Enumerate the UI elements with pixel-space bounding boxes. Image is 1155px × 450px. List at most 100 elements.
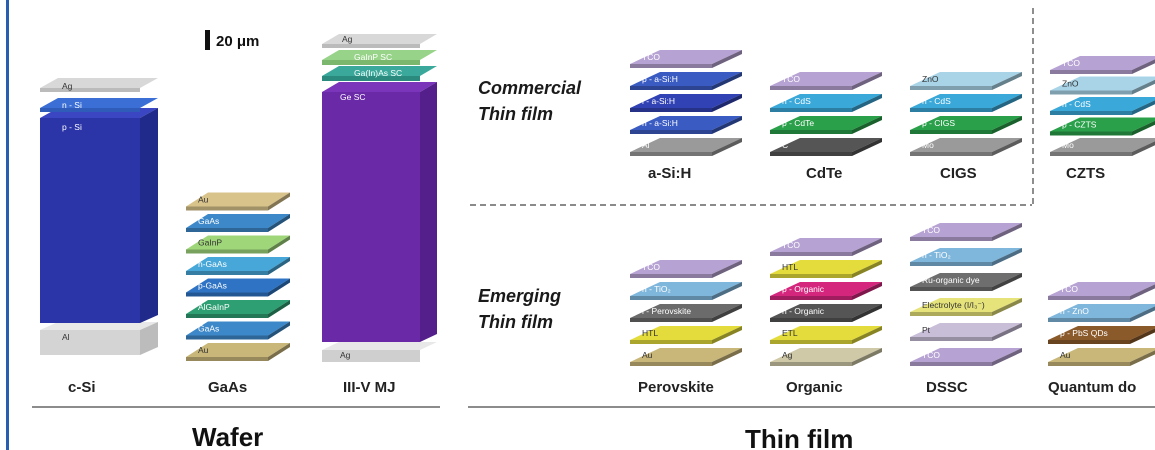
layer-side-face	[852, 304, 882, 322]
layer-top-face	[1050, 56, 1155, 70]
layer-top-face	[630, 116, 742, 130]
layer-side-face	[268, 300, 290, 318]
layer-top-face	[186, 278, 290, 293]
scale-bar-label: 20 μm	[216, 33, 259, 50]
layer-top-face	[186, 257, 290, 271]
layer: ZnO	[1050, 76, 1155, 95]
layer-label: n - TiO₂	[922, 250, 951, 260]
layer-label: Electrolyte (I/I₃⁻)	[922, 300, 985, 310]
layer-front-face	[186, 357, 268, 361]
layer-front-face	[770, 130, 852, 134]
layer-label: n - ZnO	[1060, 306, 1089, 316]
layer-side-face	[268, 235, 290, 254]
layer-label: n - a-Si:H	[642, 118, 678, 128]
layer-label: Mo	[922, 140, 934, 150]
layer: TCO	[910, 223, 1022, 241]
layer: TCO	[910, 348, 1022, 366]
layer: TCO	[630, 260, 742, 278]
layer-top-face	[910, 94, 1022, 108]
layer-top-face	[186, 321, 290, 336]
layer-label: TCO	[922, 225, 940, 235]
layer-top-face	[630, 50, 742, 64]
layer-label: GaInP SC	[354, 52, 392, 62]
layer-front-face	[630, 152, 712, 156]
layer-side-face	[1132, 59, 1155, 74]
layer-side-face	[712, 138, 742, 156]
layer: GaInP	[186, 235, 290, 254]
layer-front-face	[630, 108, 712, 112]
layer-side-face	[1130, 350, 1155, 366]
layer-top-face	[630, 72, 742, 86]
device-iiiv: Ag Ge SC Ga(In)As SC GaInP SC Ag	[322, 34, 437, 362]
layer-label: Au	[642, 350, 653, 360]
layer-front-face	[910, 86, 992, 90]
layer: C	[770, 138, 882, 156]
layer-label: GaAs	[198, 324, 219, 334]
layer-side-face	[712, 304, 742, 322]
layer: n - CdS	[910, 94, 1022, 112]
layer-label: TCO	[1060, 284, 1078, 294]
layer-label: Au	[1060, 350, 1071, 360]
layer-top-face	[910, 138, 1022, 152]
layer: i - Perovskite	[630, 304, 742, 322]
layer: AlGaInP	[186, 300, 290, 318]
layer: Au	[186, 192, 290, 211]
device-label-gaas: GaAs	[208, 379, 247, 396]
layer-top-face	[186, 235, 290, 250]
layer-label: Al	[62, 332, 70, 342]
layer-side-face	[992, 138, 1022, 156]
layer: p - Organic	[770, 282, 882, 300]
layer-top-face	[910, 298, 1022, 312]
layer-side-face	[852, 260, 882, 278]
layer-label: ZnO	[1062, 79, 1079, 89]
layer: TCO	[1050, 56, 1155, 74]
layer: Al	[630, 138, 742, 156]
layer-side-face	[1130, 328, 1155, 344]
layer: GaAs	[186, 214, 290, 232]
layer: Ru-organic dye	[910, 273, 1022, 291]
layer: n - CdS	[770, 94, 882, 112]
layer: HTL	[770, 260, 882, 278]
layer-top-face	[770, 116, 882, 130]
device-label-organic: Organic	[786, 379, 843, 396]
layer: Au	[630, 348, 742, 366]
layer-front-face	[770, 340, 852, 344]
layer-side-face	[712, 326, 742, 344]
layer-top-face	[770, 138, 882, 152]
layer-front-face	[630, 274, 712, 278]
layer-front-face	[770, 362, 852, 366]
layer-top-face	[1048, 348, 1155, 362]
layer-front-face	[1050, 131, 1132, 136]
layer-front-face	[630, 130, 712, 134]
layer-side-face	[268, 343, 290, 361]
layer-side-face	[268, 321, 290, 340]
layer-label: Mo	[1062, 140, 1074, 150]
layer: Au	[1048, 348, 1155, 366]
layer-side-face	[992, 248, 1022, 266]
layer: Ag	[770, 348, 882, 366]
layer-label: i - Perovskite	[642, 306, 691, 316]
layer-label: n - CdS	[782, 96, 811, 106]
layer: HTL	[630, 326, 742, 344]
layer-front-face	[1048, 318, 1130, 322]
layer-label: Ag	[62, 81, 73, 91]
layer-side-face	[852, 238, 882, 256]
layer-label: n - TiO₂	[642, 284, 671, 294]
layer: ZnO	[910, 72, 1022, 90]
layer-top-face	[770, 282, 882, 296]
layer-top-face	[910, 348, 1022, 362]
layer: Mo	[910, 138, 1022, 156]
layer-top-face	[630, 326, 742, 340]
layer: n - a-Si:H	[630, 116, 742, 134]
layer: p - PbS QDs	[1048, 326, 1155, 344]
layer-front-face	[910, 108, 992, 112]
layer-front-face	[630, 64, 712, 68]
layer: ETL	[770, 326, 882, 344]
layer-front-face	[1050, 111, 1132, 115]
layer-top-face	[770, 326, 882, 340]
layer-side-face	[992, 116, 1022, 134]
layer-front-face	[910, 262, 992, 266]
